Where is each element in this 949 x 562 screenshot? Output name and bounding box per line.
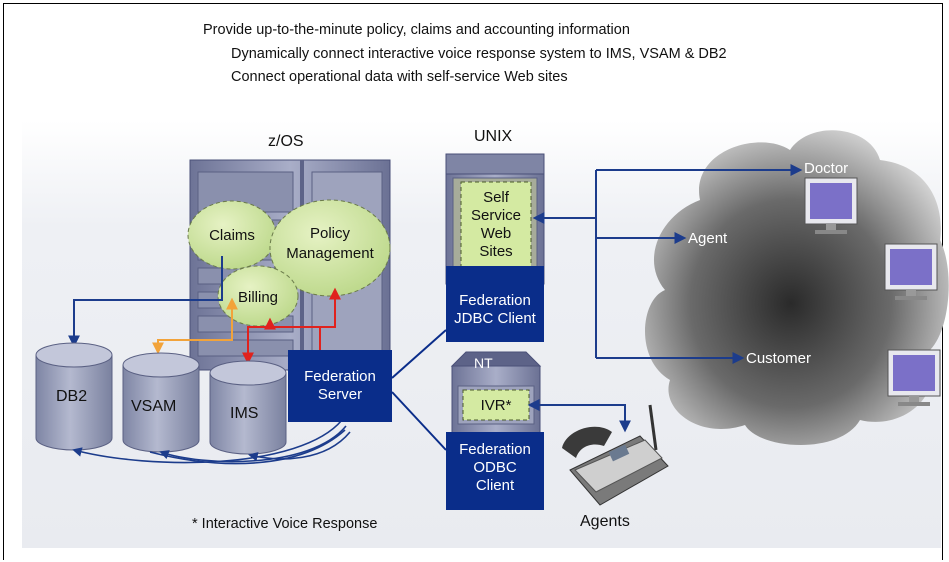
agent-label: Agent [688,230,728,247]
self-service-label-4: Sites [479,243,513,260]
zos-title: z/OS [268,133,304,150]
vsam-label: VSAM [131,398,177,415]
policy-label-1: Policy [309,225,350,242]
jdbc-client-label-2: JDBC Client [454,310,536,327]
policy-label-2: Management [286,245,374,262]
federation-server-label-1: Federation [304,368,376,385]
ims-label: IMS [230,405,259,422]
agents-label: Agents [580,513,630,530]
unix-title: UNIX [474,128,513,145]
doctor-label: Doctor [804,160,849,177]
header-line-3: Connect operational data with self-servi… [231,69,568,85]
federation-server-box [288,350,392,422]
odbc-client-label-1: Federation [459,441,531,458]
odbc-client-label-3: Client [475,477,515,494]
billing-label: Billing [237,289,279,306]
federation-db-arrows [72,419,351,465]
footnote: * Interactive Voice Response [192,516,378,532]
agent-monitor-icon [884,243,938,300]
customer-label: Customer [746,350,812,367]
db2-label: DB2 [56,388,88,405]
claims-label: Claims [209,227,255,244]
vsam-cylinder [122,352,200,453]
ivr-label: IVR* [480,397,512,414]
header-line-2: Dynamically connect interactive voice re… [231,46,727,62]
customer-monitor-icon [887,349,941,406]
self-service-label-2: Service [470,207,522,224]
federation-server-label-2: Server [317,386,363,403]
ims-cylinder [209,360,287,455]
customer-cloud [645,130,949,445]
db2-cylinder [35,342,113,451]
nt-title: NT [474,355,493,371]
self-service-label-1: Self [483,189,509,206]
header-line-1: Provide up-to-the-minute policy, claims … [203,22,630,38]
zos-bubbles [187,199,391,327]
server-links [391,329,447,451]
zos-arrows [68,256,341,365]
cloud-arrows [532,164,803,364]
nt-tower [446,351,544,510]
telephone-icon [562,404,669,506]
unix-tower [445,153,545,342]
doctor-monitor-icon [804,177,858,234]
self-service-label-3: Web [480,225,512,242]
ivr-phone-arrow [527,399,631,433]
odbc-client-label-2: ODBC [473,459,517,476]
jdbc-client-label-1: Federation [459,292,531,309]
